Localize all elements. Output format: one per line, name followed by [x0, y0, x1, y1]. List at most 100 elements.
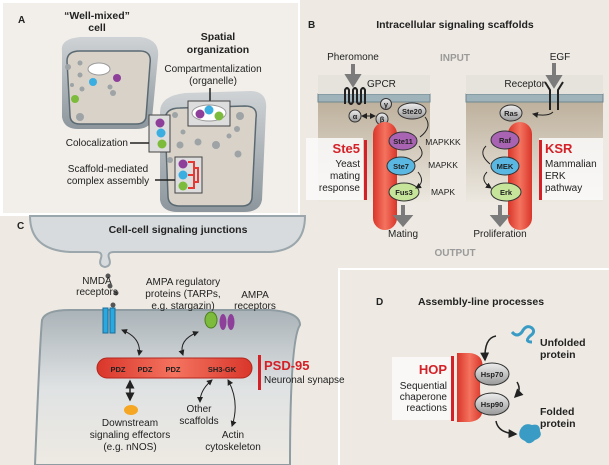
nmda-label: NMDA — [82, 276, 112, 287]
blue-protein — [89, 78, 97, 86]
g-beta: β — [380, 115, 385, 124]
mek: MEK — [497, 162, 514, 171]
spatial-label: Spatial — [201, 31, 236, 43]
psd95-scaffold — [96, 357, 253, 379]
other-scaffolds-label-2: scaffolds — [179, 416, 218, 427]
folded-label-2: protein — [540, 418, 576, 430]
unfolded-label: Unfolded — [540, 337, 586, 349]
organelle — [87, 62, 111, 76]
colocalization-label: Colocalization — [66, 138, 128, 149]
egf-label: EGF — [550, 52, 571, 63]
ksr-desc-3: pathway — [545, 183, 582, 194]
ampa-label: AMPA — [241, 290, 269, 301]
compartment-label: Compartmentalization — [164, 64, 261, 75]
ras: Ras — [504, 109, 518, 118]
panel-b-letter: B — [308, 20, 315, 31]
erk: Erk — [500, 188, 513, 197]
panel-a: A “Well-mixed” cell Spatial organization… — [18, 10, 267, 212]
ksr-bar — [539, 140, 542, 200]
ste7: Ste7 — [393, 162, 409, 171]
neurotransmitter-dots — [105, 273, 119, 308]
actin-label: Actin — [222, 430, 244, 441]
compartment-label-2: (organelle) — [189, 76, 237, 87]
ste5-bar — [364, 140, 367, 200]
hsp70: Hsp70 — [481, 370, 504, 379]
mating-arrow-icon — [392, 205, 414, 228]
ste11: Ste11 — [393, 137, 413, 146]
mating-label: Mating — [388, 229, 418, 240]
well-mixed-label-2: cell — [88, 22, 106, 34]
ste20: Ste20 — [402, 107, 422, 116]
ksr-desc-1: Mammalian — [545, 159, 597, 170]
hsp90: Hsp90 — [481, 400, 504, 409]
pdz-domain-2: PDZ — [138, 365, 153, 374]
hop-scaffold — [457, 353, 483, 422]
ksr-label: KSR — [545, 141, 573, 156]
hop-desc-1: Sequential — [400, 381, 447, 392]
folded-label: Folded — [540, 406, 574, 418]
ampa-label-2: receptors — [234, 301, 276, 312]
tier-mapkk: MAPKK — [428, 160, 458, 170]
other-scaffolds-label: Other — [186, 404, 212, 415]
proliferation-arrow-icon — [489, 205, 511, 228]
tarps-label-2: proteins (TARPs, — [145, 289, 220, 300]
downstream-label-3: (e.g. nNOS) — [103, 442, 156, 453]
g-gamma: γ — [384, 100, 389, 109]
tier-mapkkk: MAPKKK — [425, 137, 461, 147]
presynaptic-terminal — [28, 215, 307, 269]
panel-a-letter: A — [18, 15, 25, 26]
egf-arrow-icon — [545, 63, 563, 89]
receptor-icon — [544, 81, 564, 110]
ksr-desc-2: ERK — [545, 171, 566, 182]
ste5-scaffold — [373, 122, 397, 230]
g-alpha: α — [353, 112, 358, 121]
well-mixed-cell-group — [61, 37, 159, 129]
actin-label-2: cytoskeleton — [205, 442, 261, 453]
ste5-label: Ste5 — [333, 141, 360, 156]
psd95-bar — [258, 355, 261, 390]
ste5-desc-3: response — [319, 183, 361, 194]
panel-c-title: Cell-cell signaling junctions — [109, 224, 248, 236]
pdz-domain-1: PDZ — [111, 365, 126, 374]
tarps-label: AMPA regulatory — [146, 277, 220, 288]
tarps-label-3: e.g. stargazin) — [151, 301, 214, 312]
scaffold-label-2: complex assembly — [67, 176, 149, 187]
receptor-label: Receptor — [504, 79, 545, 90]
mammalian-membrane — [465, 93, 604, 103]
hop-desc-2: chaperone — [400, 392, 448, 403]
well-mixed-label: “Well-mixed” — [64, 10, 130, 22]
gpcr-icon — [344, 87, 366, 105]
ampa-receptor — [219, 314, 227, 330]
tier-mapk: MAPK — [431, 187, 455, 197]
panel-d-title: Assembly-line processes — [418, 296, 544, 308]
ksr-scaffold — [508, 122, 532, 230]
ste5-desc-2: mating — [330, 171, 360, 182]
gpcr-label: GPCR — [367, 79, 396, 90]
hop-label: HOP — [419, 362, 448, 377]
proliferation-label: Proliferation — [473, 229, 526, 240]
nmda-receptor — [102, 307, 109, 334]
output-label: OUTPUT — [434, 248, 475, 259]
hop-bar — [451, 356, 454, 421]
folded-protein-icon — [519, 424, 541, 444]
sh3-gk-domain: SH3-GK — [208, 365, 237, 374]
input-label: INPUT — [440, 53, 470, 64]
ste5-desc-1: Yeast — [335, 159, 360, 170]
scaffold-icon — [188, 161, 199, 189]
pdz-domain-3: PDZ — [166, 365, 181, 374]
spatial-label-2: organization — [187, 44, 249, 56]
panel-b-title: Intracellular signaling scaffolds — [376, 19, 534, 31]
downstream-label: Downstream — [102, 418, 158, 429]
unfolded-label-2: protein — [540, 349, 576, 361]
fus3: Fus3 — [395, 188, 413, 197]
psd95-desc: Neuronal synapse — [264, 375, 345, 386]
pheromone-label: Pheromone — [327, 52, 379, 63]
panel-d: D Assembly-line processes HOP Sequential… — [376, 296, 586, 444]
scaffold-label: Scaffold-mediated — [68, 164, 148, 175]
yeast-membrane — [317, 93, 431, 103]
hop-desc-3: reactions — [406, 403, 447, 414]
panel-c: C Cell-cell signaling junctions NMDA rec… — [17, 215, 345, 465]
downstream-label-2: signaling effectors — [90, 430, 170, 441]
